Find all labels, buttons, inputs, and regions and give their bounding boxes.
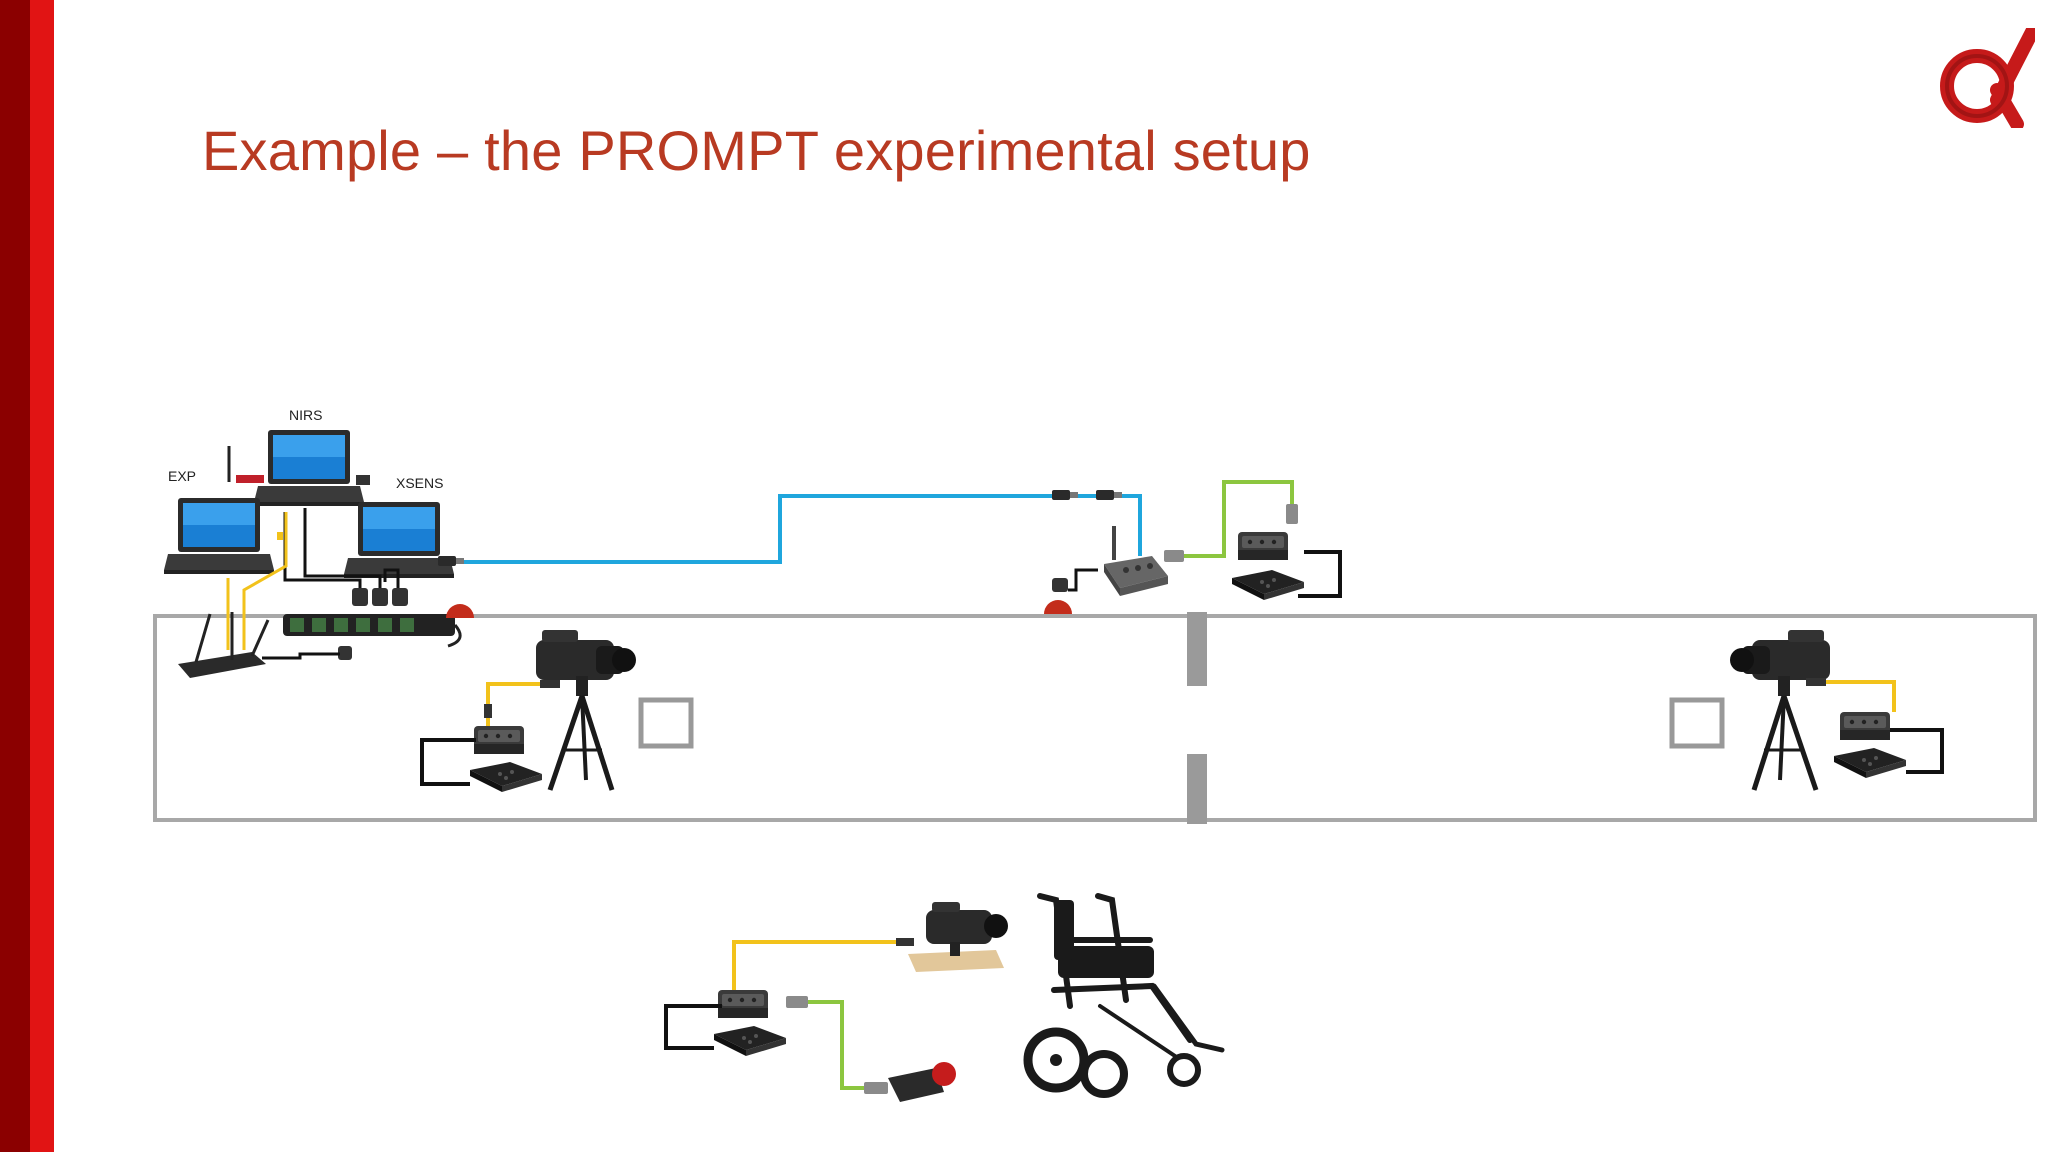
bnc-connector-icon [1164,550,1184,562]
network-connector-icon [1096,490,1122,500]
nirs-port-icon [356,475,370,485]
bnc-connector-icon [1286,504,1298,524]
nirs-label: NIRS [289,407,322,423]
marker-square-right [1669,697,1725,749]
video-plug-icon [540,680,560,688]
door-post-lower [1187,754,1207,824]
power-strip-icon [283,614,462,648]
exp-laptop-icon [164,498,274,574]
wheelchair-icon [1023,893,1225,1098]
slide-title: Example – the PROMPT experimental setup [202,119,1311,182]
recorder-pad-icon [714,1026,786,1056]
recorder-box-icon [718,990,768,1018]
network-cable [1122,494,1142,556]
hub-plug-icon [1052,578,1068,592]
hub-cable [1068,568,1098,592]
wireless-hub-icon [1104,526,1168,596]
door-post-upper [1187,612,1207,686]
xsens-laptop-icon [344,502,454,578]
bnc-connector-icon [864,1082,888,1094]
exp-label: EXP [168,468,196,484]
handheld-camera-icon [926,902,1008,956]
power-cable [420,738,476,786]
push-button-icon [888,1062,956,1102]
bnc-connector-icon [786,996,808,1008]
alpha-logo-icon [1940,28,2035,128]
recorder-pad-icon [1834,748,1906,778]
marker-square-left [638,697,694,749]
station-cables [226,508,400,660]
recorder-pad-icon [1232,570,1304,600]
network-connector-icon [1052,490,1078,500]
power-plugs-icon [338,588,408,660]
video-cable [732,940,908,990]
power-cable [1890,728,1944,774]
network-cable [448,494,1104,564]
recorder-box-icon [1840,712,1890,740]
left-red-bar [30,0,54,1152]
trigger-cable [788,1000,878,1090]
video-plug-icon [484,704,492,718]
camera-mount-plate [908,950,1004,972]
camera-tripod-left-icon [536,630,636,790]
xsens-label: XSENS [396,475,443,491]
recorder-box-icon [1238,532,1288,560]
trigger-cable [1168,480,1294,558]
camera-tripod-right-icon [1730,630,1830,790]
power-cable [664,1004,722,1050]
trigger-button-icon [1044,600,1072,614]
video-plug-icon [1806,678,1826,686]
recorder-pad-icon [470,762,542,792]
trigger-button-icon [446,604,474,618]
video-cable [1814,680,1896,712]
nirs-laptop-icon [254,430,364,506]
video-plug-icon [896,938,914,946]
network-connector-icon [438,556,464,566]
left-dark-bar [0,0,30,1152]
power-cable [1298,550,1342,598]
video-cable [486,682,540,726]
router-icon [178,612,270,678]
corridor-outline [153,614,2037,822]
nirs-dongle-icon [236,475,264,483]
recorder-box-icon [474,726,524,754]
